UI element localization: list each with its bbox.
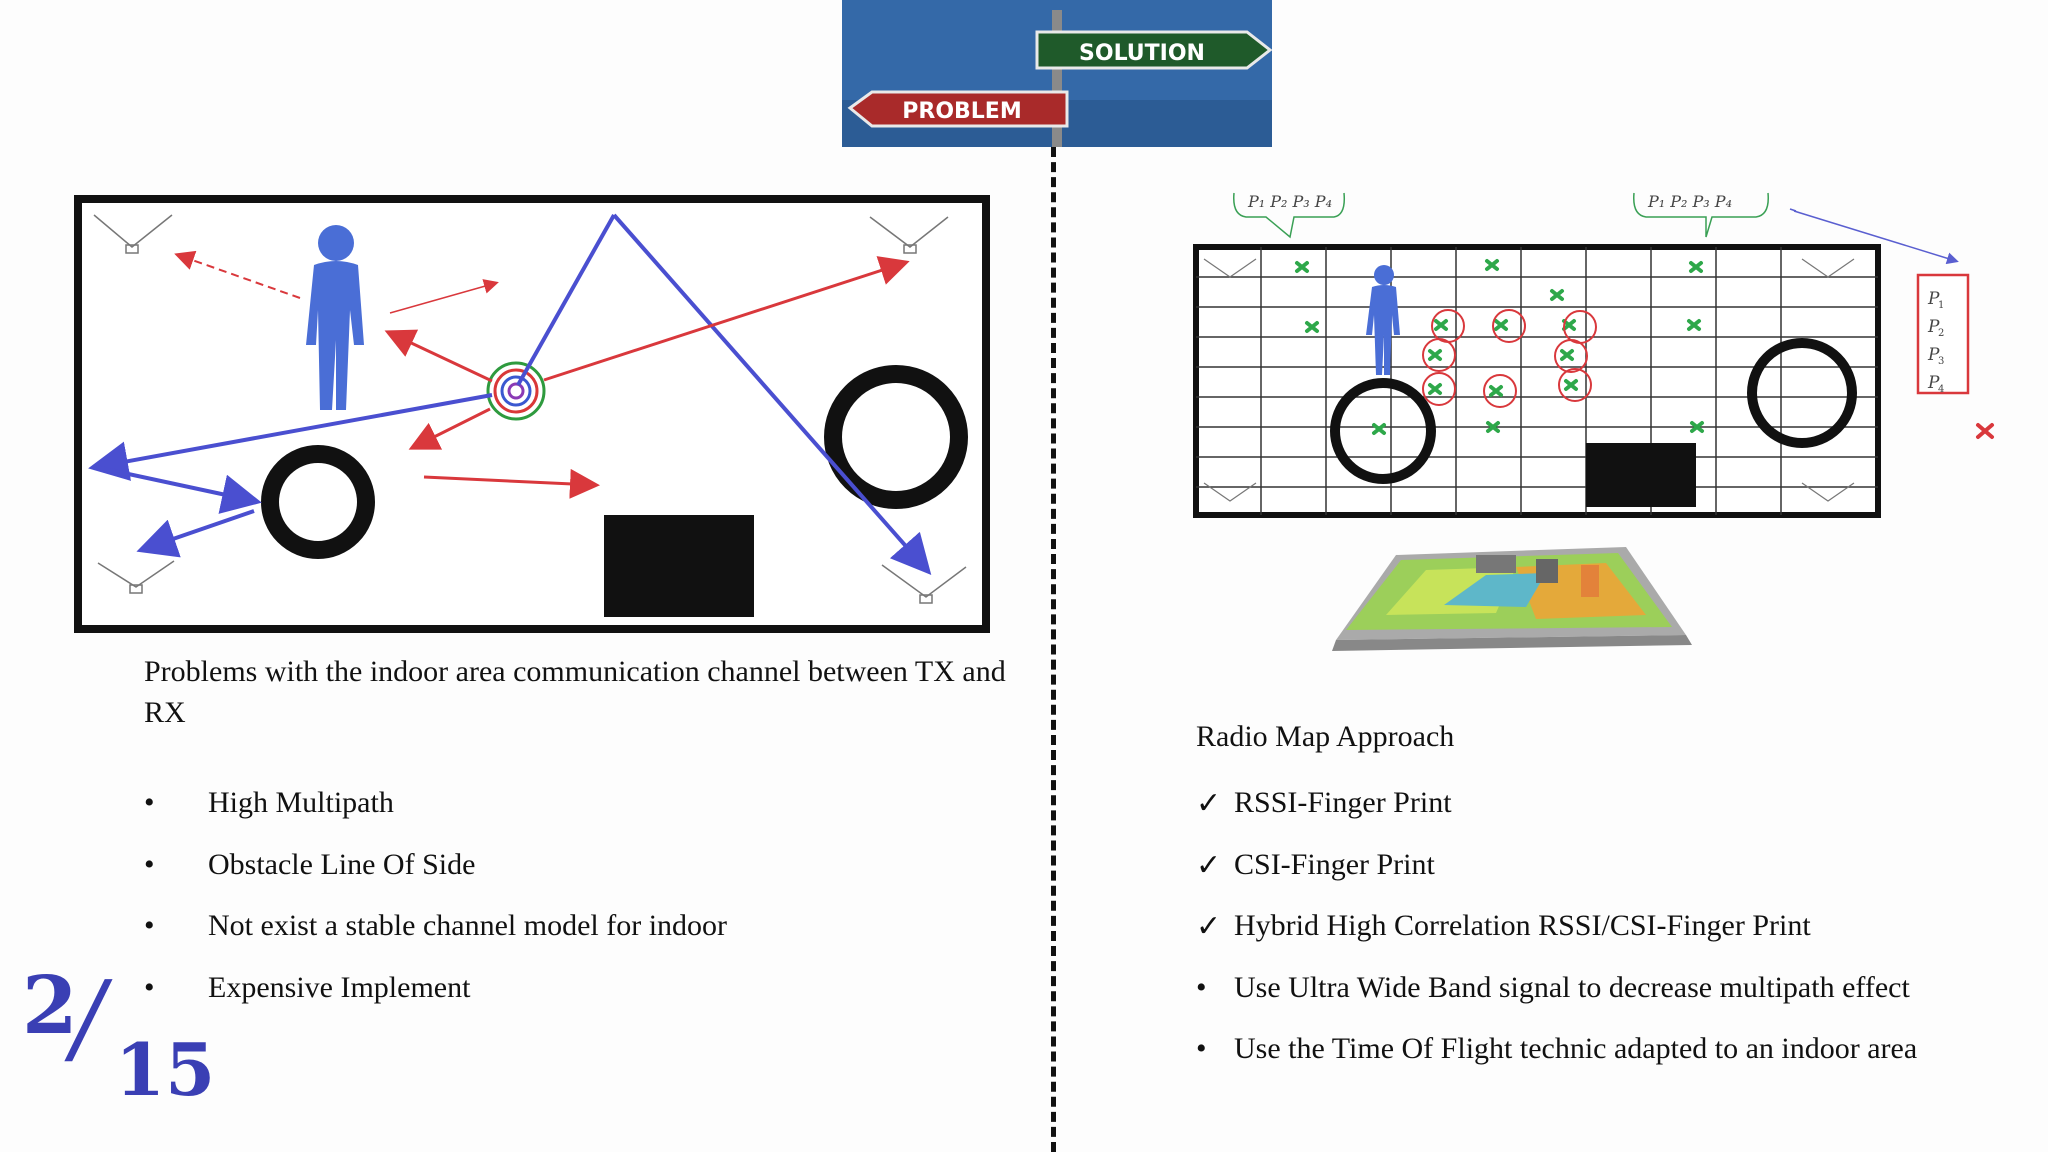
page-total: 15 xyxy=(115,1027,216,1112)
svg-text:P: P xyxy=(1927,317,1940,337)
page-number: 2 / 15 xyxy=(20,958,230,1112)
fingerprint-label-8: P₁ P₂ P₃ P₄ xyxy=(1647,192,1732,211)
section-divider xyxy=(1051,147,1056,1152)
svg-text:4: 4 xyxy=(1938,384,1944,395)
floor-plan-3d-image xyxy=(1332,547,1692,651)
fingerprint-label-1: P₁ P₂ P₃ P₄ xyxy=(1247,192,1332,211)
sign-solution-label: SOLUTION xyxy=(1079,41,1205,66)
page-current: 2 xyxy=(22,958,78,1052)
indoor-multipath-diagram xyxy=(74,195,990,633)
svg-text:1: 1 xyxy=(1938,300,1944,311)
svg-text:P: P xyxy=(1927,373,1940,393)
left-caption: Problems with the indoor area communicat… xyxy=(144,655,1006,729)
right-caption: Radio Map Approach xyxy=(1196,720,1455,753)
transmitter-icon xyxy=(486,361,546,421)
svg-text:P: P xyxy=(1927,289,1940,309)
person-icon xyxy=(1366,265,1400,375)
svg-text:2: 2 xyxy=(1938,328,1944,339)
sign-problem-label: PROBLEM xyxy=(902,99,1021,124)
svg-text:P: P xyxy=(1927,345,1940,365)
fingerprint-markers xyxy=(1295,259,1704,435)
problem-solution-sign-image: SOLUTION PROBLEM xyxy=(842,0,1272,147)
person-icon xyxy=(306,225,364,410)
fingerprint-vector-box xyxy=(1916,273,1970,395)
svg-text:3: 3 xyxy=(1938,356,1944,367)
radio-map-diagram: P₁ P₂ P₃ P₄ P₁ P₂ P₃ P₄ xyxy=(1186,175,2046,655)
